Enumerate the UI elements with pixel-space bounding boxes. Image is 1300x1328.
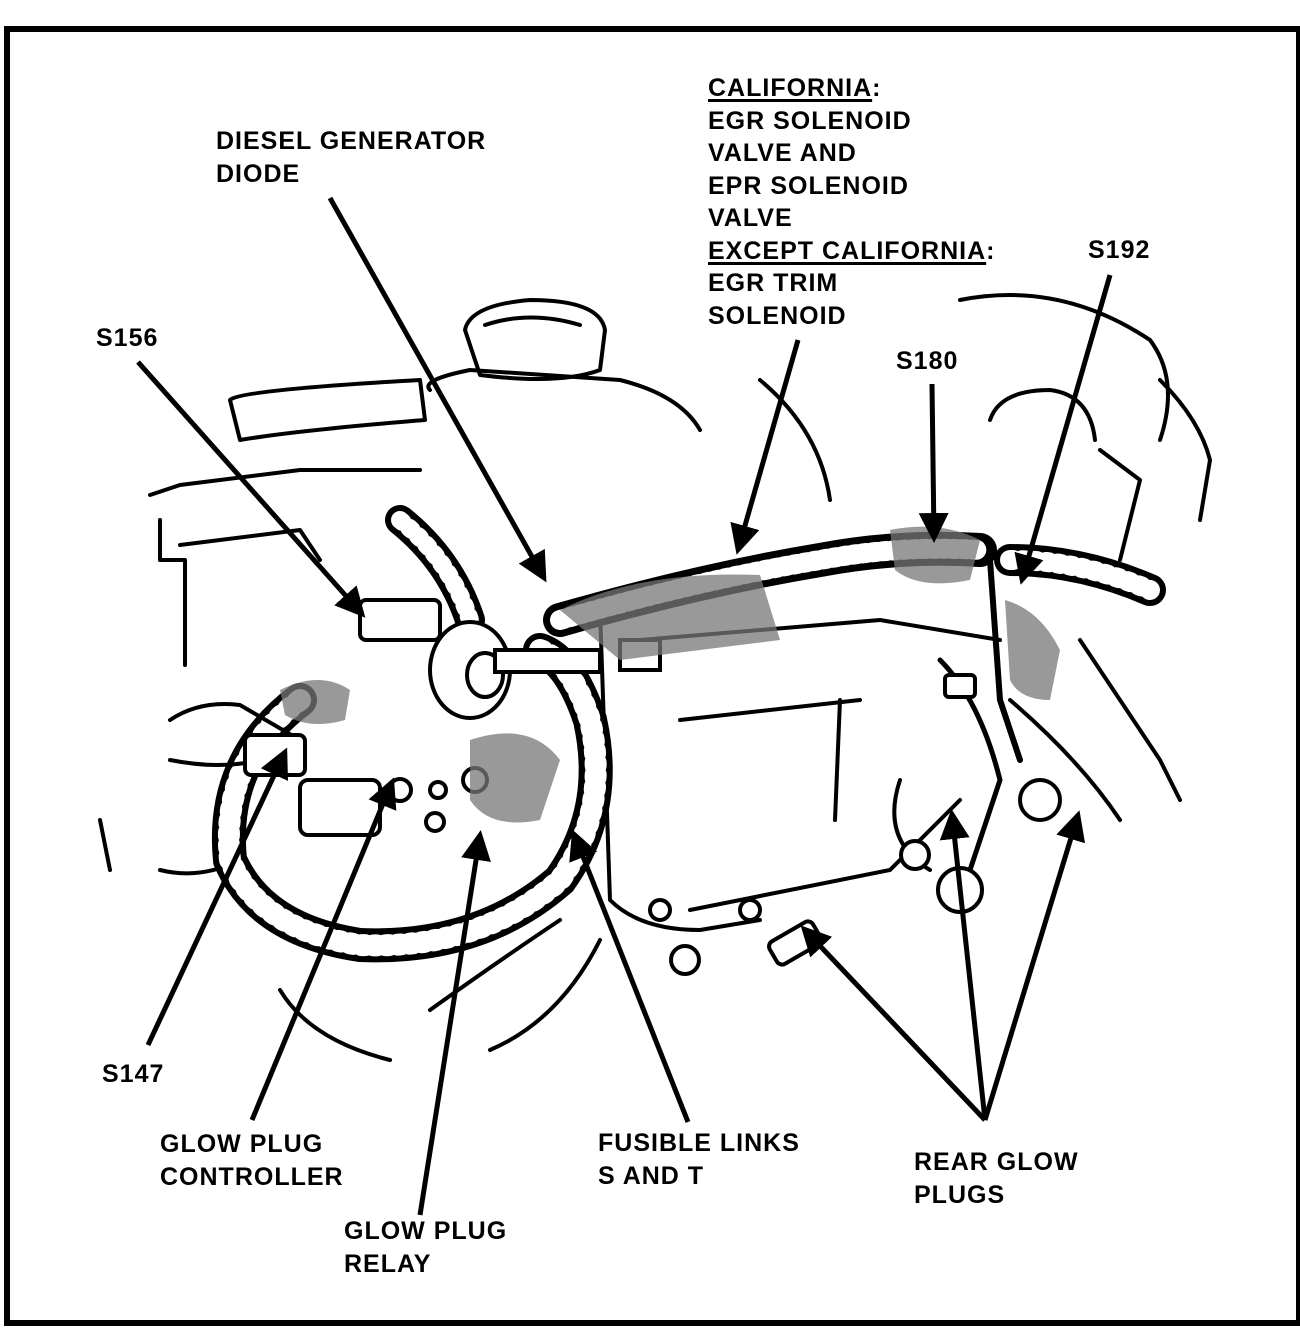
label-line: GLOW PLUG (160, 1130, 324, 1158)
arrow-rear-glow-plug-2 (939, 809, 988, 1121)
heading-except-california: EXCEPT CALIFORNIA: (708, 236, 996, 265)
shaded-areas (280, 526, 1060, 823)
arrow-s156 (136, 360, 366, 618)
label-line: PLUGS (914, 1181, 1006, 1209)
heading-california-text: CALIFORNIA (708, 74, 873, 102)
arrow-glow-plug-controller (249, 777, 397, 1121)
label-line: DIESEL GENERATOR (216, 127, 487, 155)
heading-california: CALIFORNIA: (708, 74, 882, 102)
arrow-s147 (145, 747, 288, 1047)
arrow-rear-glow-plug-3 (982, 810, 1086, 1121)
label-line: DIODE (216, 160, 301, 188)
label-fusible-links: FUSIBLE LINKS S AND T (598, 1127, 800, 1193)
arrow-rear-glow-plug-1 (800, 925, 987, 1122)
label-line: EPR SOLENOID (708, 171, 909, 200)
label-line: VALVE AND (708, 139, 857, 167)
label-s180: S180 (896, 347, 959, 375)
label-glow-plug-relay: GLOW PLUG RELAY (344, 1215, 507, 1281)
heading-except-california-text: EXCEPT CALIFORNIA (708, 236, 987, 265)
label-line: EGR TRIM (708, 269, 839, 297)
label-s192: S192 (1088, 236, 1151, 264)
label-line: SOLENOID (708, 301, 847, 330)
label-s156: S156 (96, 324, 159, 352)
label-rear-glow-plugs: REAR GLOW PLUGS (914, 1146, 1079, 1212)
diagram-frame (4, 26, 1300, 1326)
label-line: REAR GLOW (914, 1148, 1079, 1176)
label-line: VALVE (708, 204, 793, 232)
label-line: EGR SOLENOID (708, 106, 912, 135)
label-line: RELAY (344, 1250, 432, 1278)
arrow-diesel-generator-diode (327, 196, 547, 583)
arrow-fusible-links (569, 829, 691, 1123)
leader-arrows (136, 196, 1113, 1216)
arrow-egr-solenoid (730, 339, 801, 555)
label-line: FUSIBLE LINKS (598, 1129, 800, 1157)
arrow-s180 (918, 383, 949, 543)
label-glow-plug-controller: GLOW PLUG CONTROLLER (160, 1128, 344, 1194)
arrow-glow-plug-relay (417, 830, 491, 1216)
label-line: S AND T (598, 1162, 705, 1190)
label-line: CONTROLLER (160, 1163, 344, 1191)
label-line: GLOW PLUG (344, 1217, 508, 1245)
label-s147: S147 (102, 1060, 165, 1088)
arrow-s192 (1014, 274, 1113, 585)
components (243, 598, 1062, 976)
label-diesel-generator-diode: DIESEL GENERATOR DIODE (216, 125, 486, 191)
label-egr-solenoids: CALIFORNIA: EGR SOLENOID VALVE AND EPR S… (708, 72, 995, 332)
